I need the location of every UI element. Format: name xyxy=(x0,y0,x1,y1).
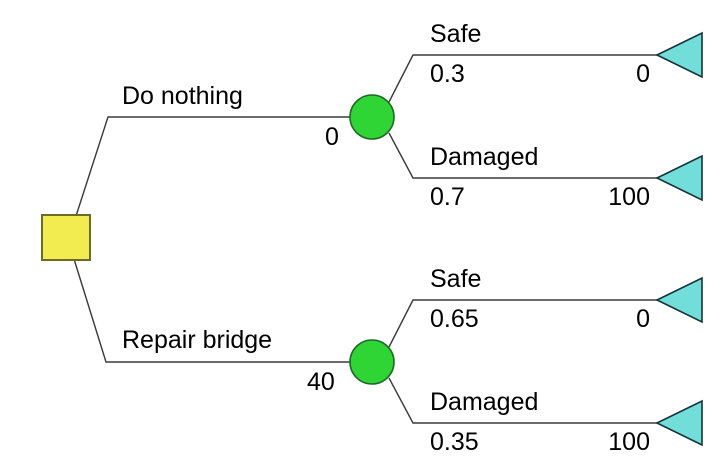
edge-repair-bridge-to-safe xyxy=(388,299,657,348)
edge-root-to-repair-bridge xyxy=(73,258,350,363)
expected-value-repair-bridge: 40 xyxy=(307,368,335,396)
outcome-label-do-nothing-damaged: Damaged xyxy=(430,143,539,171)
outcome-payoff-do-nothing-safe: 0 xyxy=(636,60,650,88)
terminal-node-repair-bridge-safe[interactable] xyxy=(655,276,703,324)
expected-value-do-nothing: 0 xyxy=(325,123,339,151)
outcome-payoff-repair-bridge-safe: 0 xyxy=(636,305,650,333)
outcome-probability-do-nothing-damaged: 0.7 xyxy=(430,183,465,211)
outcome-payoff-do-nothing-damaged: 100 xyxy=(608,183,650,211)
outcome-label-repair-bridge-damaged: Damaged xyxy=(430,388,539,416)
branch-label-repair-bridge: Repair bridge xyxy=(122,326,273,354)
edge-do-nothing-to-safe xyxy=(388,54,657,103)
outcome-label-repair-bridge-safe: Safe xyxy=(430,265,482,293)
outcome-payoff-repair-bridge-damaged: 100 xyxy=(608,428,650,456)
chance-node-repair-bridge[interactable] xyxy=(349,339,395,385)
terminal-node-do-nothing-safe[interactable] xyxy=(655,31,703,79)
outcome-probability-repair-bridge-damaged: 0.35 xyxy=(430,428,479,456)
decision-node-root[interactable] xyxy=(41,214,91,261)
outcome-probability-do-nothing-safe: 0.3 xyxy=(430,60,465,88)
terminal-node-repair-bridge-damaged[interactable] xyxy=(655,399,703,447)
chance-node-do-nothing[interactable] xyxy=(349,94,395,140)
outcome-probability-repair-bridge-safe: 0.65 xyxy=(430,305,479,333)
outcome-label-do-nothing-safe: Safe xyxy=(430,20,482,48)
branch-label-do-nothing: Do nothing xyxy=(122,82,243,110)
edge-repair-bridge-to-damaged xyxy=(388,377,657,424)
terminal-node-do-nothing-damaged[interactable] xyxy=(655,154,703,202)
edge-root-to-do-nothing xyxy=(75,116,350,217)
edge-do-nothing-to-damaged xyxy=(388,132,657,179)
